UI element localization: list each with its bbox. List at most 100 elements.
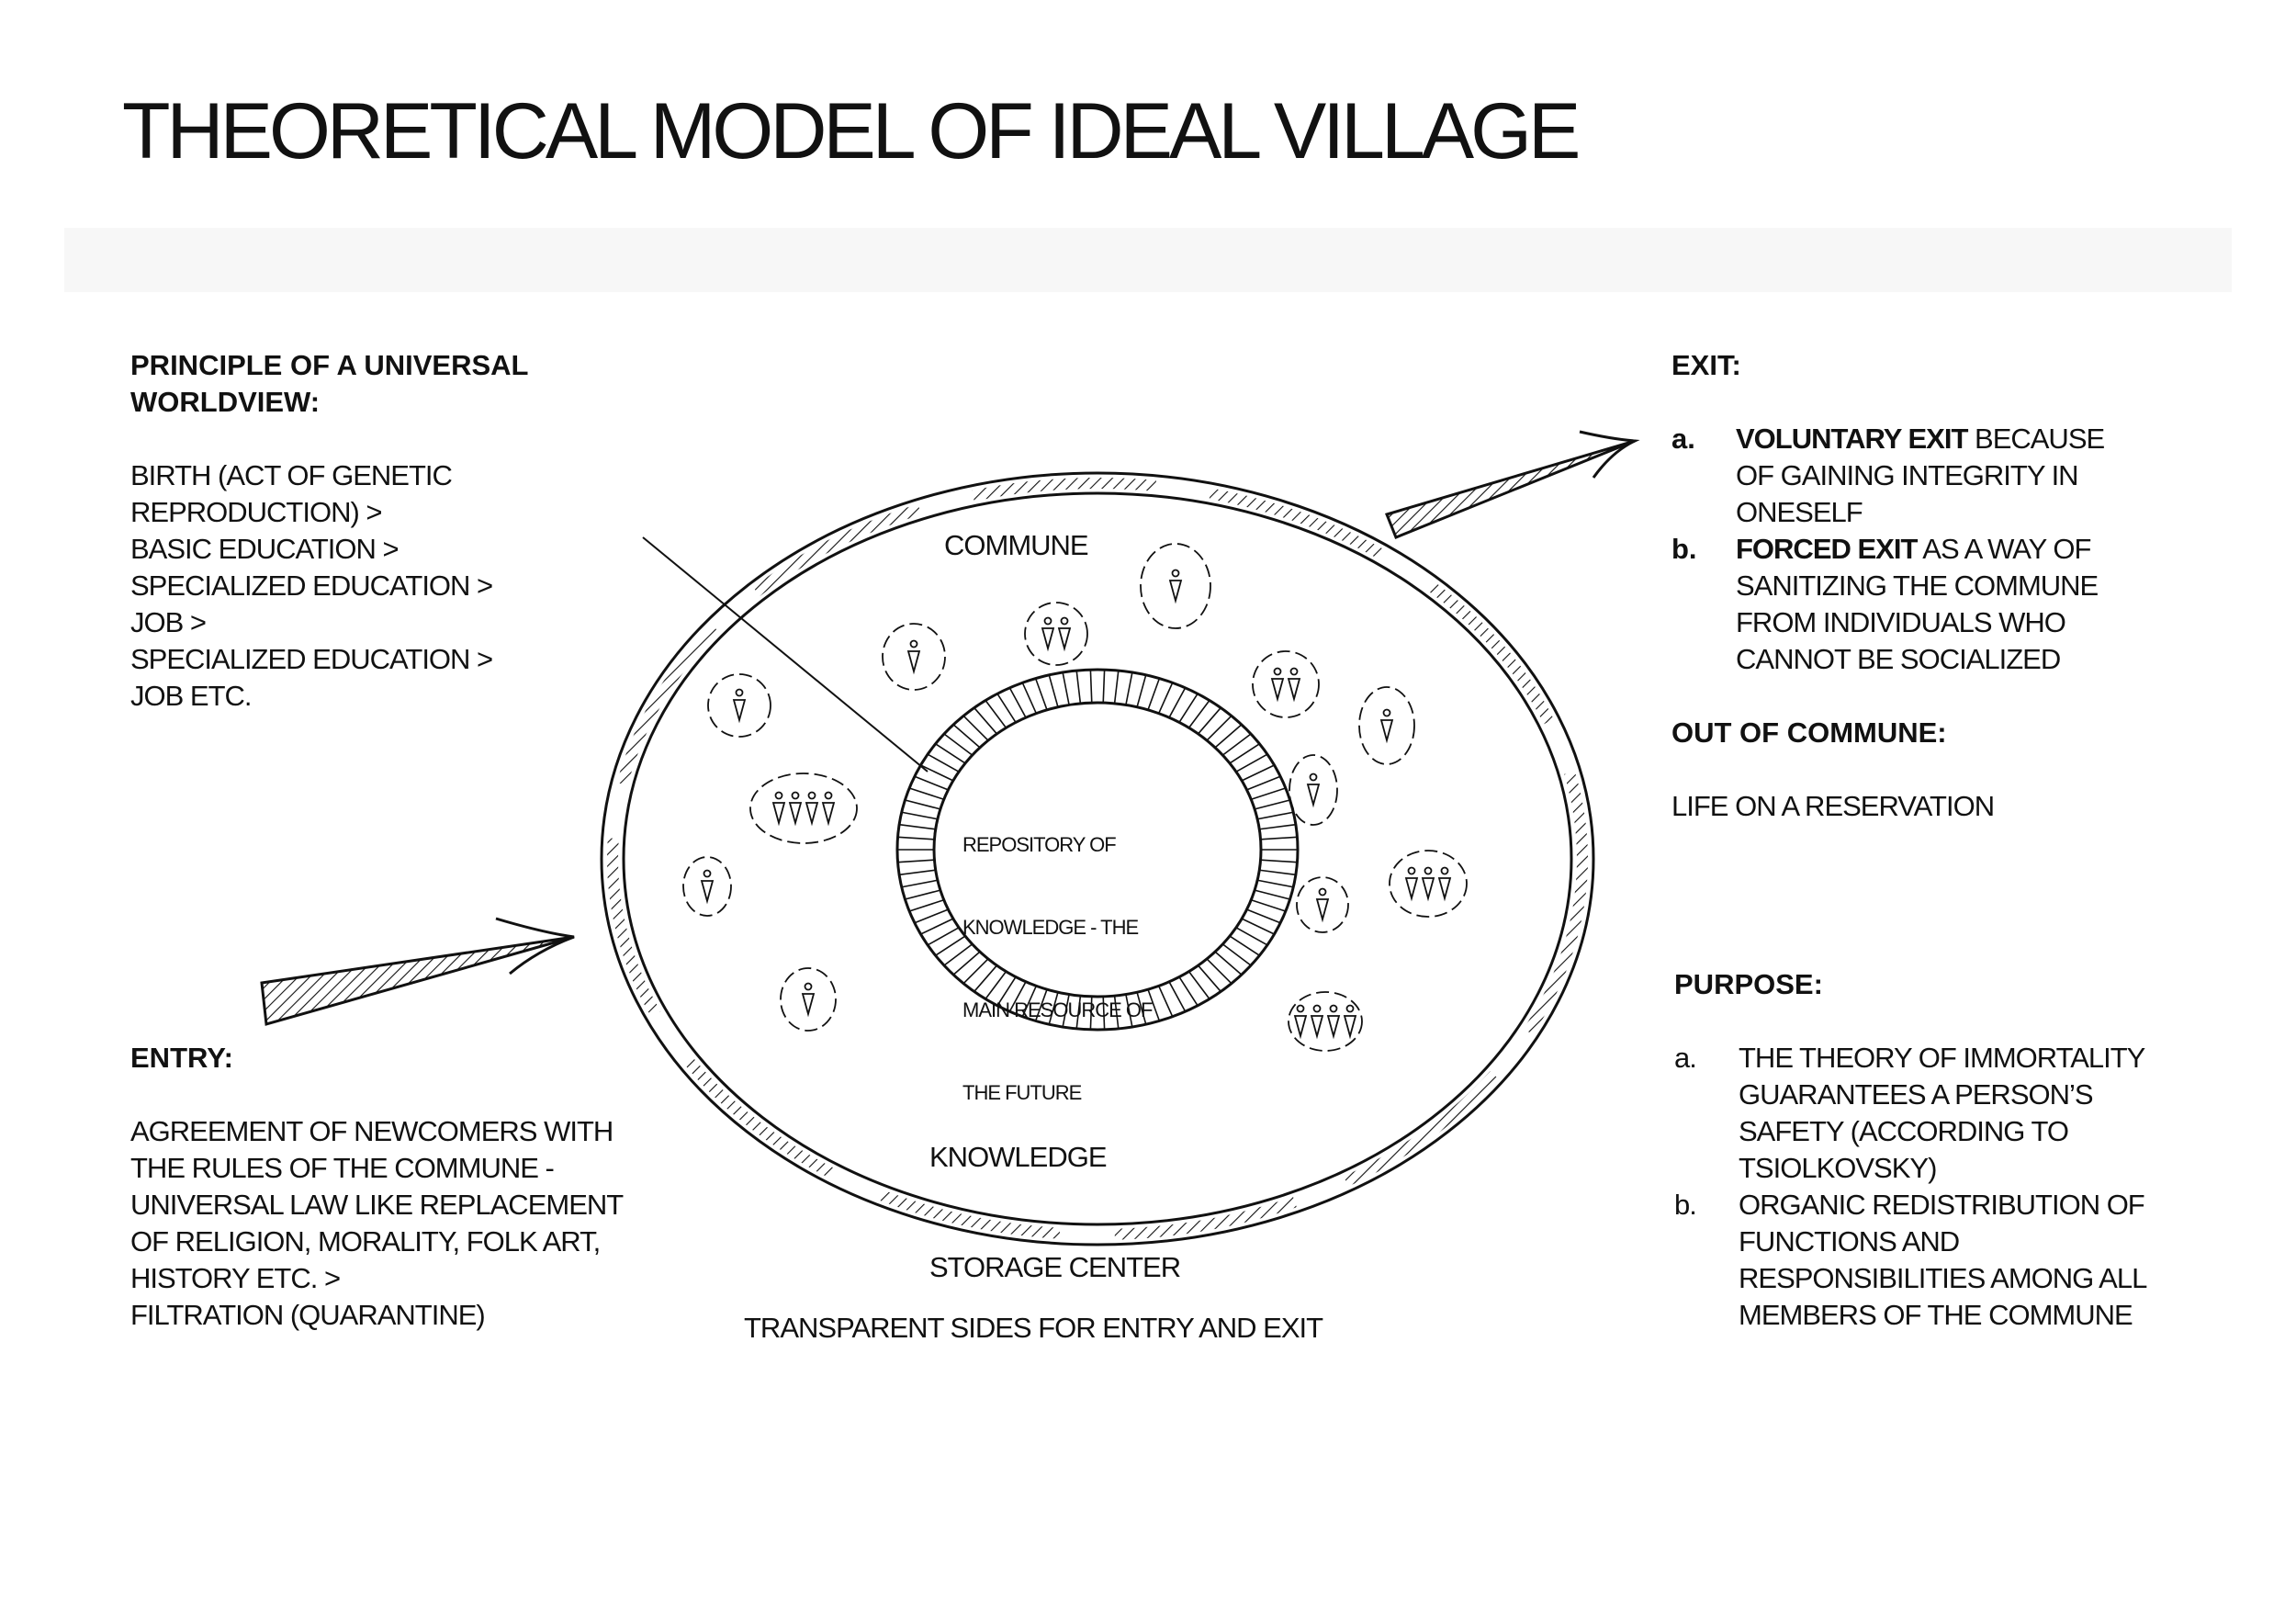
exit-item-b-strong: FORCED EXIT	[1736, 533, 1918, 565]
leader-line	[642, 536, 929, 773]
commune-label: COMMUNE	[944, 529, 1089, 561]
ring-tick	[901, 811, 939, 820]
repository-label: REPOSITORY OF KNOWLEDGE - THE MAIN RESOU…	[962, 776, 1153, 1134]
principle-line: JOB ETC.	[130, 680, 253, 712]
ring-tick	[943, 733, 974, 756]
ring-tick	[1102, 996, 1106, 1030]
ring-tick	[1229, 935, 1260, 956]
ring-tick	[899, 869, 936, 876]
entry-line: HISTORY ETC. >	[130, 1262, 341, 1294]
list-marker: a.	[1674, 1042, 1697, 1074]
ring-tick	[1214, 951, 1243, 976]
ring-tick	[974, 964, 998, 992]
entry-line: OF RELIGION, MORALITY, FOLK ART,	[130, 1225, 601, 1257]
ring-tick	[996, 976, 1017, 1007]
entry-heading: ENTRY:	[130, 1042, 233, 1074]
ring-tick	[920, 764, 954, 782]
entry-line: FILTRATION (QUARANTINE)	[130, 1299, 486, 1331]
knowledge-repository-ring	[895, 668, 1300, 1032]
exit-item-a-strong: VOLUNTARY EXIT	[1736, 423, 1968, 455]
ring-tick	[1034, 678, 1048, 711]
ring-tick	[927, 927, 960, 946]
ring-tick	[962, 958, 989, 985]
purpose-item-a-line: TSIOLKOVSKY)	[1739, 1152, 1937, 1184]
ring-tick	[1206, 715, 1232, 741]
ring-tick	[897, 859, 935, 863]
principle-block: PRINCIPLE OF A UNIVERSAL WORLDVIEW: BIRT…	[130, 347, 528, 715]
exit-item-b-line: CANNOT BE SOCIALIZED	[1736, 643, 2061, 675]
list-marker: a.	[1671, 423, 1695, 455]
ring-tick	[1235, 927, 1268, 946]
ring-tick	[1008, 687, 1027, 718]
purpose-heading: PURPOSE:	[1674, 968, 1823, 1000]
ring-tick	[1235, 753, 1268, 773]
exit-item-b-line: SANITIZING THE COMMUNE	[1736, 570, 2099, 602]
ring-tick	[1241, 918, 1275, 935]
ring-tick	[1178, 693, 1199, 723]
exit-item-b-rest: AS A WAY OF	[1917, 533, 2091, 565]
people-group-icon	[1288, 991, 1363, 1052]
purpose-item-a-line: GUARANTEES A PERSON’S	[1739, 1078, 2094, 1111]
ring-tick	[1125, 994, 1133, 1028]
people-group-icon	[1389, 850, 1468, 918]
ring-tick	[1214, 724, 1243, 749]
ring-tick	[1021, 682, 1038, 714]
repository-line: REPOSITORY OF	[962, 833, 1117, 856]
ring-tick	[1147, 988, 1161, 1021]
entry-line: UNIVERSAL LAW LIKE REPLACEMENT	[130, 1189, 624, 1221]
purpose-item-a: a. THE THEORY OF IMMORTALITY GUARANTEES …	[1674, 1040, 2280, 1187]
storage-line: STORAGE CENTER	[929, 1251, 1181, 1283]
ring-tick	[1113, 996, 1120, 1030]
ring-tick	[1157, 986, 1174, 1018]
ring-tick	[897, 836, 935, 840]
ring-tick	[1259, 823, 1296, 830]
principle-line: BASIC EDUCATION >	[130, 533, 400, 565]
purpose-block: PURPOSE: a. THE THEORY OF IMMORTALITY GU…	[1674, 966, 2280, 1334]
ring-tick	[914, 908, 949, 924]
people-group-icon	[780, 967, 837, 1032]
ring-tick	[1187, 971, 1210, 999]
entry-block: ENTRY: AGREEMENT OF NEWCOMERS WITH THE R…	[130, 1040, 624, 1334]
principle-line: JOB >	[130, 606, 207, 638]
ring-tick	[1178, 976, 1199, 1007]
page-title: THEORETICAL MODEL OF IDEAL VILLAGE	[122, 87, 1581, 175]
list-marker: b.	[1671, 533, 1697, 565]
principle-heading-line-1: PRINCIPLE OF A UNIVERSAL	[130, 349, 529, 381]
ring-tick	[1102, 670, 1106, 704]
ring-tick	[1113, 670, 1120, 704]
people-group-icon	[882, 623, 946, 691]
ring-tick	[1260, 836, 1298, 840]
outer-wall	[600, 471, 1595, 1246]
ring-tick	[1256, 811, 1294, 820]
ring-tick	[1221, 733, 1252, 756]
people-group-icon	[1024, 602, 1088, 666]
purpose-item-b-line: MEMBERS OF THE COMMUNE	[1739, 1299, 2133, 1331]
ring-tick	[1241, 764, 1275, 782]
ring-tick	[1062, 671, 1070, 705]
principle-line: SPECIALIZED EDUCATION >	[130, 643, 493, 675]
exit-item-a-rest: BECAUSE	[1967, 423, 2105, 455]
entry-line: THE RULES OF THE COMMUNE -	[130, 1152, 555, 1184]
ring-tick	[1008, 981, 1027, 1012]
ring-tick	[943, 943, 974, 966]
ring-tick	[996, 693, 1017, 723]
ring-tick	[1229, 743, 1260, 764]
ring-tick	[1062, 994, 1070, 1028]
purpose-item-a-line: SAFETY (ACCORDING TO	[1739, 1115, 2069, 1147]
principle-line: SPECIALIZED EDUCATION >	[130, 570, 493, 602]
exit-item-a-line: ONESELF	[1736, 496, 1863, 528]
diagram-caption: TRANSPARENT SIDES FOR ENTRY AND EXIT	[744, 1312, 1323, 1344]
entry-line: AGREEMENT OF NEWCOMERS WITH	[130, 1115, 613, 1147]
ring-tick	[908, 787, 944, 801]
ring-tick	[1136, 674, 1147, 707]
exit-heading: EXIT:	[1671, 349, 1741, 381]
ring-tick	[1246, 908, 1281, 924]
ring-tick	[1260, 859, 1298, 863]
ring-tick	[914, 775, 949, 791]
ring-tick	[1125, 671, 1133, 705]
ring-tick	[952, 724, 981, 749]
purpose-item-b-line: FUNCTIONS AND	[1739, 1225, 1960, 1257]
exit-item-b: b. FORCED EXIT AS A WAY OF SANITIZING TH…	[1671, 531, 2259, 678]
ring-tick	[1147, 678, 1161, 711]
ring-tick	[1075, 996, 1082, 1030]
